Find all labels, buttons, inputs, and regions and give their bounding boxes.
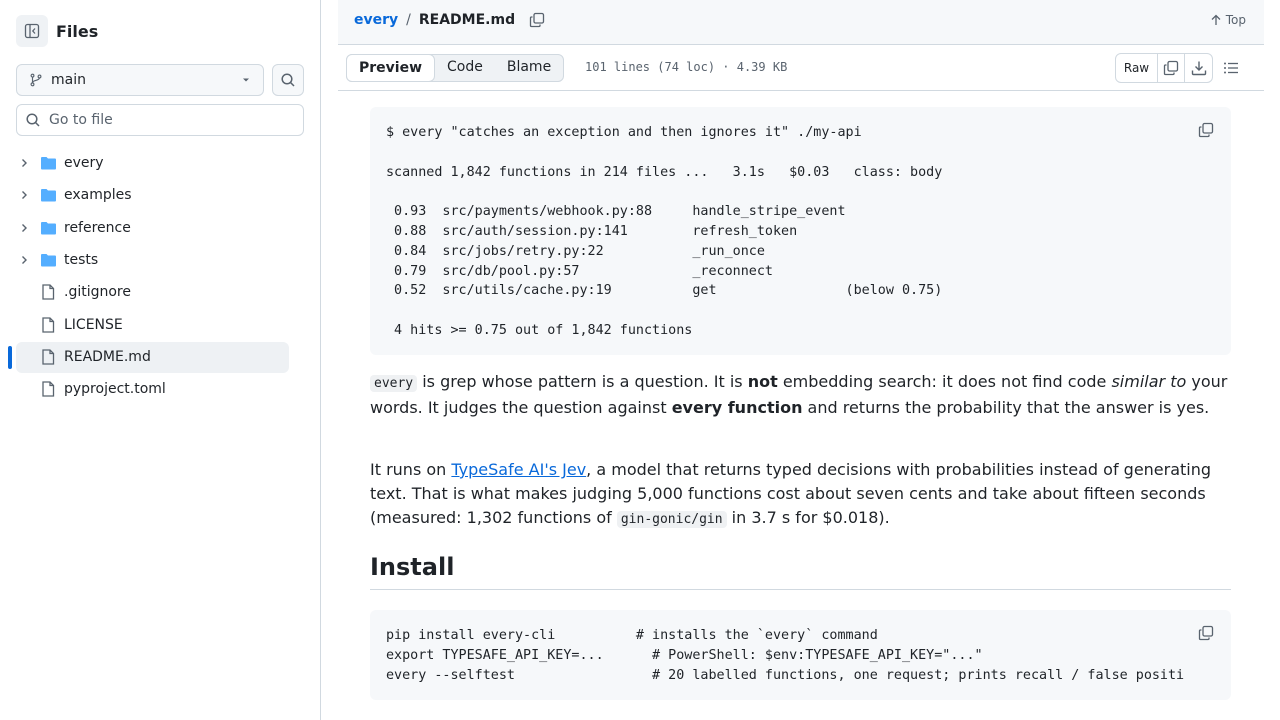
folder-icon bbox=[39, 187, 57, 203]
chevron-right-icon[interactable] bbox=[18, 157, 30, 169]
outline-button[interactable] bbox=[1221, 58, 1241, 78]
copy-code-button[interactable] bbox=[1197, 624, 1215, 642]
tree-item-gitignore[interactable]: .gitignore bbox=[0, 276, 321, 308]
code-block: $ every "catches an exception and then i… bbox=[370, 107, 1231, 355]
tree-item-label: examples bbox=[64, 187, 132, 204]
sidebar-collapse-icon bbox=[24, 23, 40, 39]
breadcrumb: every / README.md bbox=[354, 12, 545, 28]
sidebar-title: Files bbox=[56, 21, 99, 41]
git-branch-icon bbox=[30, 73, 42, 87]
download-icon bbox=[1191, 61, 1206, 76]
bold-text: every function bbox=[671, 398, 803, 417]
search-button[interactable] bbox=[272, 64, 304, 96]
file-meta: 101 lines (74 loc) · 4.39 KB bbox=[585, 60, 788, 74]
code-text: pip install every-cli # installs the `ev… bbox=[386, 628, 1185, 683]
sidebar-header: Files bbox=[16, 15, 98, 47]
tree-item-label: LICENSE bbox=[64, 316, 123, 333]
jev-link[interactable]: TypeSafe AI's Jev bbox=[451, 460, 587, 479]
file-toolbar: Preview Code Blame 101 lines (74 loc) · … bbox=[338, 45, 1264, 91]
raw-button[interactable]: Raw bbox=[1116, 54, 1158, 82]
copy-icon bbox=[1163, 60, 1179, 76]
copy-icon bbox=[1198, 122, 1214, 138]
chevron-right-icon[interactable] bbox=[18, 189, 30, 201]
view-mode-tabs: Preview Code Blame bbox=[346, 54, 565, 82]
text: your words. It judges the question again… bbox=[370, 372, 1228, 417]
tree-item-tests[interactable]: tests bbox=[0, 244, 321, 276]
file-header: every / README.md Top bbox=[338, 0, 1264, 45]
text: It runs on bbox=[370, 460, 452, 479]
inline-code: gin-gonic/gin bbox=[616, 511, 727, 528]
tree-item-license[interactable]: LICENSE bbox=[0, 308, 321, 340]
branch-name: main bbox=[51, 72, 86, 88]
go-to-file-placeholder: Go to file bbox=[49, 112, 113, 128]
paragraph: every is grep whose pattern is a questio… bbox=[370, 370, 1231, 420]
download-button[interactable] bbox=[1185, 54, 1212, 82]
back-to-top-button[interactable]: Top bbox=[1210, 13, 1246, 27]
readme-content: $ every "catches an exception and then i… bbox=[338, 91, 1264, 720]
tree-item-reference[interactable]: reference bbox=[0, 212, 321, 244]
install-heading: Install bbox=[370, 553, 1231, 590]
search-icon bbox=[281, 73, 295, 87]
file-icon bbox=[39, 349, 57, 365]
folder-icon bbox=[39, 220, 57, 236]
tree-item-label: README.md bbox=[64, 348, 151, 365]
tree-item-label: reference bbox=[64, 219, 131, 236]
italic-text: similar to bbox=[1111, 372, 1187, 391]
file-actions: Raw bbox=[1115, 53, 1213, 83]
tree-item-label: every bbox=[64, 155, 104, 172]
copy-raw-button[interactable] bbox=[1158, 54, 1185, 82]
text: and returns the probability that the ans… bbox=[802, 398, 1210, 417]
selected-background bbox=[16, 341, 289, 373]
chevron-right-icon[interactable] bbox=[18, 254, 30, 266]
tab-preview[interactable]: Preview bbox=[346, 54, 436, 82]
code-block: pip install every-cli # installs the `ev… bbox=[370, 610, 1231, 700]
code-text: $ every "catches an exception and then i… bbox=[386, 125, 943, 338]
tree-item-every[interactable]: every bbox=[0, 147, 321, 179]
copy-icon bbox=[1198, 625, 1214, 641]
tree-item-examples[interactable]: examples bbox=[0, 179, 321, 211]
selected-indicator bbox=[8, 345, 12, 369]
tree-item-label: pyproject.toml bbox=[64, 381, 166, 398]
branch-selector[interactable]: main bbox=[16, 64, 264, 96]
collapse-sidebar-button[interactable] bbox=[16, 15, 48, 47]
tab-code[interactable]: Code bbox=[447, 59, 483, 75]
file-icon bbox=[39, 381, 57, 397]
inline-code: every bbox=[370, 375, 418, 392]
copy-path-button[interactable] bbox=[529, 12, 545, 28]
chevron-right-icon[interactable] bbox=[18, 222, 30, 234]
list-unordered-icon bbox=[1224, 62, 1238, 74]
breadcrumb-repo-link[interactable]: every bbox=[354, 12, 399, 28]
copy-icon bbox=[529, 12, 545, 28]
tab-blame[interactable]: Blame bbox=[506, 59, 552, 75]
bold-text: not bbox=[747, 372, 778, 391]
tree-item-pyproject[interactable]: pyproject.toml bbox=[0, 373, 321, 405]
breadcrumb-separator: / bbox=[406, 12, 411, 28]
text: is grep whose pattern is a question. It … bbox=[417, 372, 748, 391]
folder-icon bbox=[39, 155, 57, 171]
caret-down-icon bbox=[243, 78, 249, 82]
breadcrumb-file: README.md bbox=[418, 12, 516, 28]
search-icon bbox=[26, 113, 40, 127]
back-to-top-label: Top bbox=[1225, 13, 1246, 27]
text: , a model that returns typed decisions w… bbox=[370, 460, 1212, 527]
file-icon bbox=[39, 284, 57, 300]
text: embedding search: it does not find code bbox=[777, 372, 1112, 391]
tree-item-readme[interactable]: README.md bbox=[0, 341, 321, 373]
tree-item-label: .gitignore bbox=[64, 284, 131, 301]
file-icon bbox=[39, 316, 57, 333]
arrow-up-icon bbox=[1211, 14, 1221, 25]
folder-icon bbox=[39, 252, 57, 268]
go-to-file-input[interactable]: Go to file bbox=[16, 104, 304, 136]
text: in 3.7 s for $0.018). bbox=[726, 508, 890, 527]
copy-code-button[interactable] bbox=[1197, 121, 1215, 139]
paragraph: It runs on TypeSafe AI's Jev, a model th… bbox=[370, 458, 1231, 532]
file-tree-sidebar: Files main Go to file every examples ref… bbox=[0, 0, 321, 720]
file-tree: every examples reference tests .gitignor… bbox=[0, 147, 321, 405]
tree-item-label: tests bbox=[64, 252, 99, 269]
